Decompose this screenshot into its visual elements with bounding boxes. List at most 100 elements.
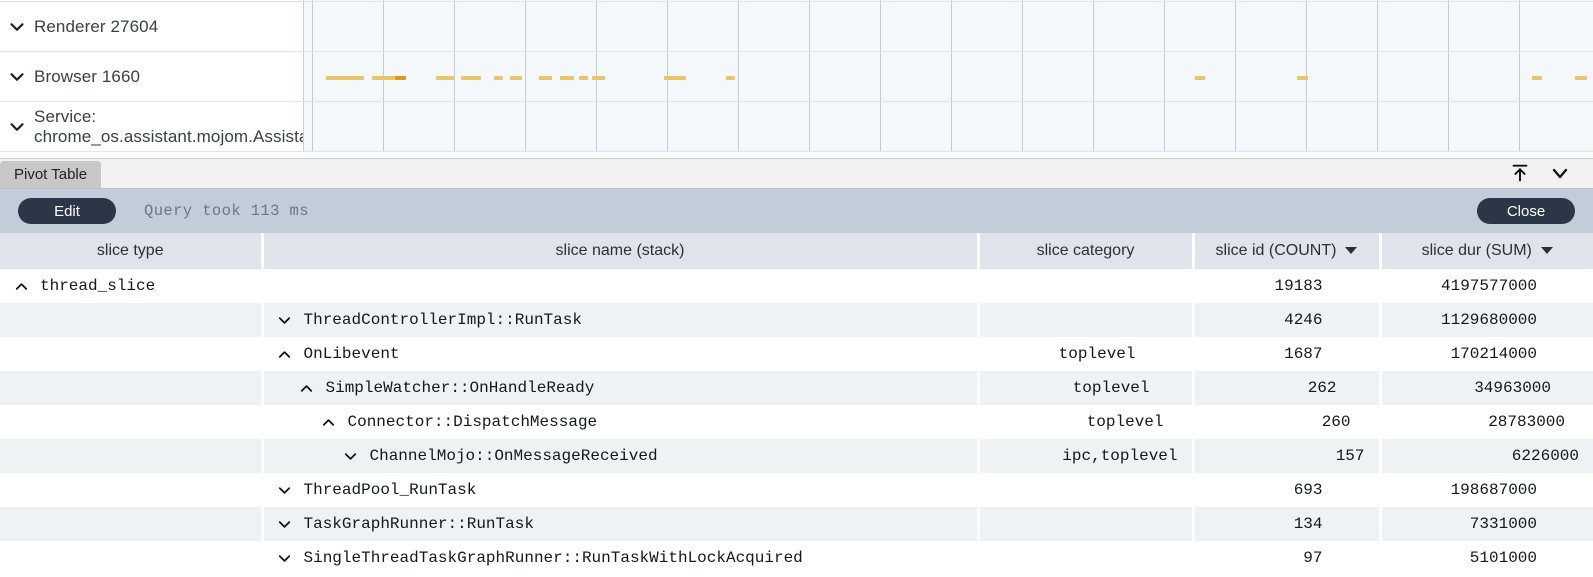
row-label: ThreadControllerImpl::RunTask [303, 311, 582, 329]
column-header-slice-type[interactable]: slice type [0, 233, 264, 270]
column-header-slice-dur-sum[interactable]: slice dur (SUM) [1380, 233, 1593, 270]
timeline-slice-mark[interactable] [494, 76, 503, 80]
timeline-slice-mark[interactable] [372, 76, 398, 80]
sort-caret-down-icon[interactable] [1345, 247, 1358, 255]
timeline-track-row[interactable]: Renderer 32120 [0, 0, 1593, 2]
pivot-table-toolbar: Edit Query took 113 ms Close [0, 189, 1593, 233]
timeline-slice-mark[interactable] [326, 76, 364, 80]
timeline-slice-mark[interactable] [539, 76, 552, 80]
cell-slice-dur-sum: 4197577000 [1380, 269, 1593, 303]
track-canvas[interactable] [304, 52, 1593, 101]
timeline-slice-mark[interactable] [579, 76, 588, 80]
timeline-slice-mark[interactable] [1195, 76, 1205, 80]
chevron-down-icon[interactable] [272, 311, 298, 330]
slice-dur-sum-value: 170214000 [1450, 345, 1537, 363]
timeline-slice-mark[interactable] [510, 76, 522, 80]
collapse-to-top-icon[interactable] [1505, 159, 1535, 187]
cell-slice-type [0, 507, 264, 541]
chevron-down-icon[interactable] [0, 16, 34, 38]
cell-slice-category [978, 541, 1195, 575]
cell-slice-type [0, 371, 264, 405]
cell-slice-id-count: 157 [1193, 439, 1382, 473]
table-row[interactable]: TaskGraphRunner::RunTask 134 7331000 [0, 507, 1593, 541]
cell-slice-id-count: 134 [1193, 507, 1382, 541]
timeline-track-row[interactable]: Service: chrome_os.assistant.mojom.Assis… [0, 102, 1593, 152]
timeline-slice-mark[interactable] [592, 76, 605, 80]
timeline-slice-mark[interactable] [1575, 76, 1587, 80]
cell-slice-type [0, 405, 264, 439]
timeline-gridline [1093, 2, 1094, 51]
slice-dur-sum-value: 5101000 [1469, 549, 1537, 567]
close-button[interactable]: Close [1477, 198, 1575, 224]
track-title: Service: chrome_os.assistant.mojom.Assis… [34, 106, 303, 146]
timeline-slice-mark[interactable] [461, 76, 481, 80]
track-canvas[interactable] [304, 102, 1593, 151]
slice-id-count-value: 19183 [1274, 277, 1323, 296]
timeline-gridline [1306, 102, 1307, 151]
timeline-gridline [1448, 2, 1449, 51]
slice-dur-sum-value: 6226000 [1511, 447, 1579, 465]
cell-slice-name: OnLibevent [262, 337, 980, 371]
chevron-down-icon[interactable] [1545, 159, 1575, 187]
timeline-track-row[interactable]: Browser 1660 [0, 52, 1593, 102]
timeline-gridline [1093, 0, 1094, 1]
cell-slice-name: ThreadPool_RunTask [262, 473, 980, 507]
cell-slice-category: toplevel [978, 371, 1195, 405]
timeline-gridline [1164, 0, 1165, 1]
cell-slice-id-count: 19183 [1193, 269, 1382, 303]
timeline-gridline [1519, 2, 1520, 51]
chevron-down-icon[interactable] [272, 481, 298, 500]
chevron-up-icon[interactable] [8, 277, 34, 296]
timeline-slice-mark[interactable] [1297, 76, 1308, 80]
column-header-slice-category[interactable]: slice category [978, 233, 1195, 270]
chevron-down-icon[interactable] [272, 549, 298, 568]
slice-id-count-value: 262 [1307, 379, 1337, 397]
cell-slice-name: TaskGraphRunner::RunTask [262, 507, 980, 541]
track-shell[interactable]: Service: chrome_os.assistant.mojom.Assis… [0, 102, 304, 151]
timeline-slice-mark[interactable] [726, 76, 735, 80]
timeline-gridline [1235, 0, 1236, 1]
track-canvas[interactable] [304, 0, 1593, 1]
chevron-down-icon[interactable] [0, 116, 34, 138]
timeline-gridline [1164, 2, 1165, 51]
edit-button[interactable]: Edit [18, 198, 116, 224]
row-label: thread_slice [40, 277, 156, 296]
chevron-up-icon[interactable] [316, 413, 342, 432]
timeline-gridline [1448, 102, 1449, 151]
timeline-gridline [525, 52, 526, 101]
chevron-down-icon[interactable] [338, 447, 364, 466]
column-header-slice-id-count[interactable]: slice id (COUNT) [1193, 233, 1382, 270]
timeline-gridline [312, 0, 313, 1]
chevron-down-icon[interactable] [272, 515, 298, 534]
timeline-slice-mark[interactable] [664, 76, 686, 80]
track-shell[interactable]: Renderer 27604 [0, 2, 304, 51]
table-row[interactable]: SingleThreadTaskGraphRunner::RunTaskWith… [0, 541, 1593, 575]
chevron-up-icon[interactable] [272, 345, 298, 364]
slice-category-value: toplevel [1086, 413, 1164, 431]
slice-dur-sum-value: 7331000 [1469, 515, 1537, 533]
table-row[interactable]: thread_slice 19183 4197577000 [0, 269, 1593, 303]
timeline-slice-mark[interactable] [436, 76, 454, 80]
tab-pivot-table[interactable]: Pivot Table [0, 161, 102, 188]
timeline-track-row[interactable]: Renderer 27604 [0, 2, 1593, 52]
timeline-slice-mark[interactable] [560, 76, 574, 80]
track-shell[interactable]: Browser 1660 [0, 52, 304, 101]
timeline-slice-mark[interactable] [1532, 76, 1542, 80]
timeline-slice-mark[interactable] [395, 76, 406, 80]
track-canvas[interactable] [304, 2, 1593, 51]
chevron-up-icon[interactable] [294, 379, 320, 398]
chevron-down-icon[interactable] [0, 66, 34, 88]
timeline-gridline [951, 2, 952, 51]
timeline-gridline [1022, 0, 1023, 1]
cell-slice-id-count: 97 [1193, 541, 1382, 575]
track-shell[interactable]: Renderer 32120 [0, 0, 304, 1]
column-header-slice-name[interactable]: slice name (stack) [262, 233, 980, 270]
sort-caret-down-icon[interactable] [1540, 247, 1553, 255]
slice-dur-sum-value: 28783000 [1488, 413, 1565, 431]
